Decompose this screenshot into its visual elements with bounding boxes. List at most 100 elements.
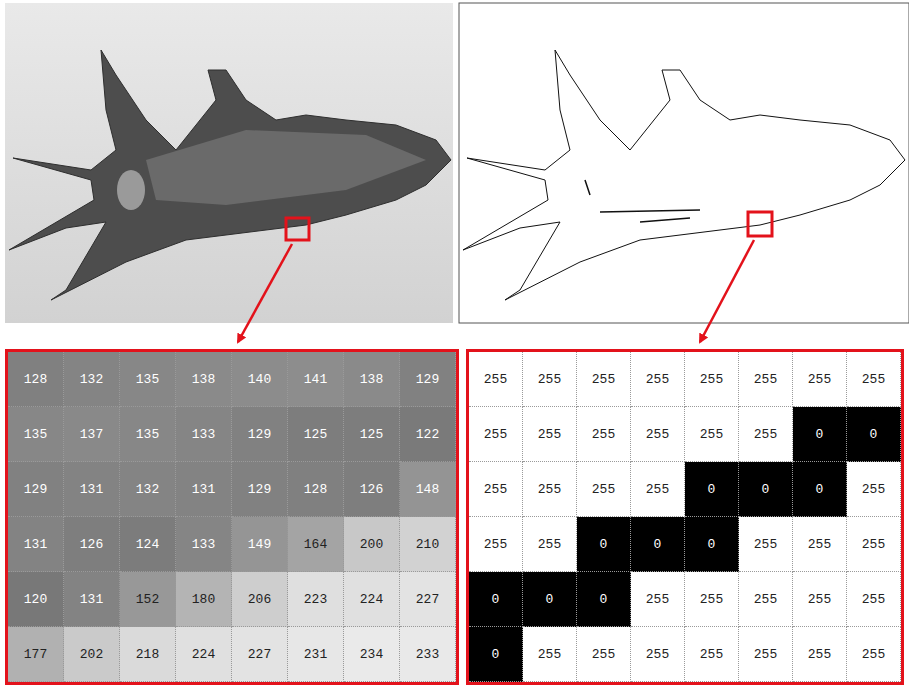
pixel-cell: 137 bbox=[64, 407, 120, 462]
pixel-cell: 255 bbox=[685, 352, 739, 407]
pixel-cell: 128 bbox=[8, 352, 64, 407]
pixel-value: 255 bbox=[754, 372, 777, 387]
pixel-value: 128 bbox=[304, 482, 327, 497]
pixel-value: 0 bbox=[708, 482, 716, 497]
pixel-cell: 180 bbox=[176, 572, 232, 627]
pixel-cell: 0 bbox=[685, 517, 739, 572]
pixel-cell: 255 bbox=[631, 572, 685, 627]
pixel-value: 0 bbox=[870, 427, 878, 442]
pixel-cell: 135 bbox=[8, 407, 64, 462]
pixel-cell: 255 bbox=[793, 352, 847, 407]
pixel-value: 131 bbox=[24, 537, 47, 552]
pixel-cell: 224 bbox=[344, 572, 400, 627]
pixel-cell: 255 bbox=[631, 462, 685, 517]
pixel-value: 255 bbox=[646, 427, 669, 442]
pixel-value: 129 bbox=[416, 372, 439, 387]
pixel-cell: 255 bbox=[739, 407, 793, 462]
pixel-value: 255 bbox=[754, 647, 777, 662]
jet-photo bbox=[9, 50, 451, 300]
pixel-cell: 135 bbox=[120, 407, 176, 462]
pixel-value: 255 bbox=[700, 592, 723, 607]
pixel-grid: 1281321351381401411381291351371351331291… bbox=[5, 349, 459, 685]
pixel-value: 0 bbox=[546, 592, 554, 607]
pixel-cell: 0 bbox=[793, 462, 847, 517]
zoom-box bbox=[748, 212, 772, 236]
edge-outline bbox=[463, 50, 905, 300]
pixel-value: 255 bbox=[808, 372, 831, 387]
pixel-cell: 255 bbox=[793, 517, 847, 572]
pixel-cell: 135 bbox=[120, 352, 176, 407]
pixel-value: 255 bbox=[538, 537, 561, 552]
pixel-cell: 255 bbox=[577, 462, 631, 517]
pixel-value: 124 bbox=[136, 537, 159, 552]
pixel-value: 135 bbox=[136, 372, 159, 387]
pixel-cell: 255 bbox=[847, 352, 901, 407]
pixel-value: 0 bbox=[600, 537, 608, 552]
pixel-value: 255 bbox=[754, 537, 777, 552]
pixel-value: 255 bbox=[862, 592, 885, 607]
pixel-value: 255 bbox=[754, 592, 777, 607]
pixel-value: 255 bbox=[808, 537, 831, 552]
pixel-cell: 255 bbox=[523, 352, 577, 407]
pixel-cell: 255 bbox=[631, 407, 685, 462]
pixel-value: 224 bbox=[192, 647, 215, 662]
pixel-cell: 223 bbox=[288, 572, 344, 627]
pixel-cell: 255 bbox=[847, 572, 901, 627]
pixel-cell: 255 bbox=[523, 517, 577, 572]
zoom-arrow bbox=[700, 240, 754, 342]
pixel-cell: 126 bbox=[344, 462, 400, 517]
pixel-cell: 132 bbox=[120, 462, 176, 517]
pixel-cell: 255 bbox=[739, 517, 793, 572]
pixel-value: 227 bbox=[416, 592, 439, 607]
pixel-value: 133 bbox=[192, 537, 215, 552]
pixel-cell: 122 bbox=[400, 407, 456, 462]
pixel-cell: 131 bbox=[8, 517, 64, 572]
pixel-cell: 234 bbox=[344, 627, 400, 682]
pixel-value: 255 bbox=[862, 647, 885, 662]
pixel-cell: 124 bbox=[120, 517, 176, 572]
zoom-box bbox=[286, 218, 309, 240]
pixel-cell: 149 bbox=[232, 517, 288, 572]
pixel-value: 135 bbox=[24, 427, 47, 442]
pixel-cell: 255 bbox=[523, 627, 577, 682]
pixel-value: 141 bbox=[304, 372, 327, 387]
pixel-cell: 227 bbox=[232, 627, 288, 682]
pixel-cell: 255 bbox=[469, 352, 523, 407]
pixel-cell: 255 bbox=[847, 627, 901, 682]
pixel-cell: 0 bbox=[847, 407, 901, 462]
pixel-cell: 0 bbox=[469, 627, 523, 682]
pixel-value: 255 bbox=[646, 592, 669, 607]
pixel-cell: 133 bbox=[176, 517, 232, 572]
pixel-cell: 206 bbox=[232, 572, 288, 627]
pixel-value: 0 bbox=[816, 482, 824, 497]
pixel-value: 120 bbox=[24, 592, 47, 607]
pixel-value: 129 bbox=[24, 482, 47, 497]
pixel-cell: 152 bbox=[120, 572, 176, 627]
pixel-cell: 255 bbox=[469, 517, 523, 572]
pixel-cell: 255 bbox=[469, 462, 523, 517]
pixel-value: 131 bbox=[80, 592, 103, 607]
pixel-cell: 255 bbox=[469, 407, 523, 462]
pixel-value: 255 bbox=[484, 537, 507, 552]
pixel-value: 132 bbox=[136, 482, 159, 497]
pixel-cell: 140 bbox=[232, 352, 288, 407]
pixel-value: 255 bbox=[538, 482, 561, 497]
pixel-cell: 129 bbox=[8, 462, 64, 517]
pixel-cell: 255 bbox=[685, 407, 739, 462]
pixel-cell: 255 bbox=[739, 627, 793, 682]
pixel-cell: 133 bbox=[176, 407, 232, 462]
pixel-cell: 255 bbox=[631, 352, 685, 407]
pixel-value: 149 bbox=[248, 537, 271, 552]
pixel-value: 164 bbox=[304, 537, 327, 552]
pixel-value: 255 bbox=[700, 372, 723, 387]
pixel-value: 0 bbox=[762, 482, 770, 497]
pixel-value: 255 bbox=[538, 647, 561, 662]
pixel-cell: 202 bbox=[64, 627, 120, 682]
pixel-value: 234 bbox=[360, 647, 383, 662]
pixel-cell: 224 bbox=[176, 627, 232, 682]
pixel-cell: 200 bbox=[344, 517, 400, 572]
pixel-value: 218 bbox=[136, 647, 159, 662]
pixel-value: 126 bbox=[80, 537, 103, 552]
pixel-value: 0 bbox=[816, 427, 824, 442]
pixel-cell: 231 bbox=[288, 627, 344, 682]
